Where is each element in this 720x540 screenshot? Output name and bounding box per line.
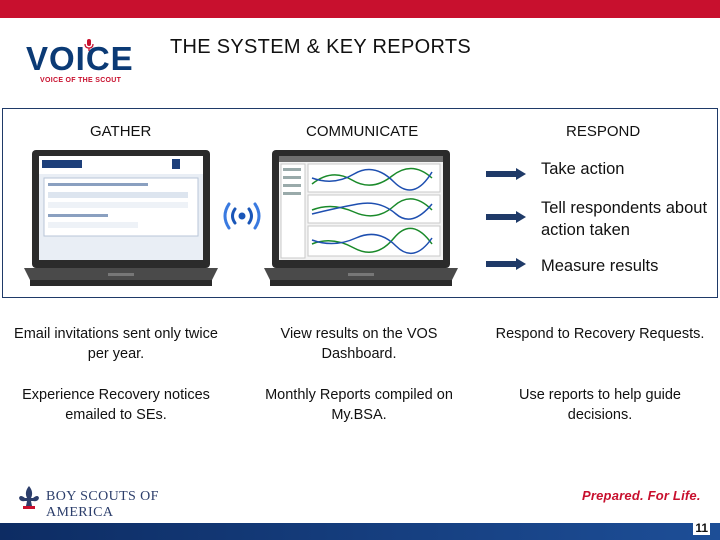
top-red-bar	[0, 0, 720, 18]
voice-wordmark: VOICE	[26, 40, 134, 77]
gather-desc-2: Experience Recovery notices emailed to S…	[22, 387, 210, 423]
arrow-right-icon	[486, 211, 526, 223]
communicate-desc-2: Monthly Reports compiled on My.BSA.	[265, 387, 453, 423]
respond-item-tell-respondents: Tell respondents about action taken	[541, 199, 708, 239]
laptop-survey-icon	[24, 150, 218, 286]
arrow-right-icon	[486, 168, 526, 180]
communicate-heading: COMMUNICATE	[306, 123, 419, 140]
bsa-org-name: BOY SCOUTS OF AMERICA	[46, 489, 159, 520]
laptop-dashboard-icon	[264, 150, 458, 286]
voice-tagline: VOICE OF THE SCOUT	[40, 77, 122, 84]
gather-heading: GATHER	[90, 123, 152, 140]
page-number: 11	[693, 521, 710, 535]
respond-desc-1: Respond to Recovery Requests.	[495, 326, 705, 342]
fleur-de-lis-icon	[19, 486, 39, 509]
microphone-icon	[84, 39, 94, 51]
arrow-right-icon	[486, 258, 526, 270]
respond-item-measure-results: Measure results	[541, 257, 659, 275]
respond-item-take-action: Take action	[541, 160, 625, 178]
communicate-desc-1: View results on the VOS Dashboard.	[280, 326, 438, 362]
respond-heading: RESPOND	[566, 123, 641, 140]
page-title: THE SYSTEM & KEY REPORTS	[170, 36, 471, 58]
footer-slogan: Prepared. For Life.	[582, 488, 701, 503]
gather-desc-1: Email invitations sent only twice per ye…	[14, 326, 218, 362]
bsa-logo: BOY SCOUTS OF AMERICA	[16, 484, 216, 520]
voice-logo: VOICE VOICE OF THE SCOUT	[22, 36, 142, 92]
respond-desc-2: Use reports to help guide decisions.	[518, 387, 681, 423]
wireless-signal-icon	[223, 202, 261, 230]
bottom-blue-bar	[0, 523, 720, 540]
